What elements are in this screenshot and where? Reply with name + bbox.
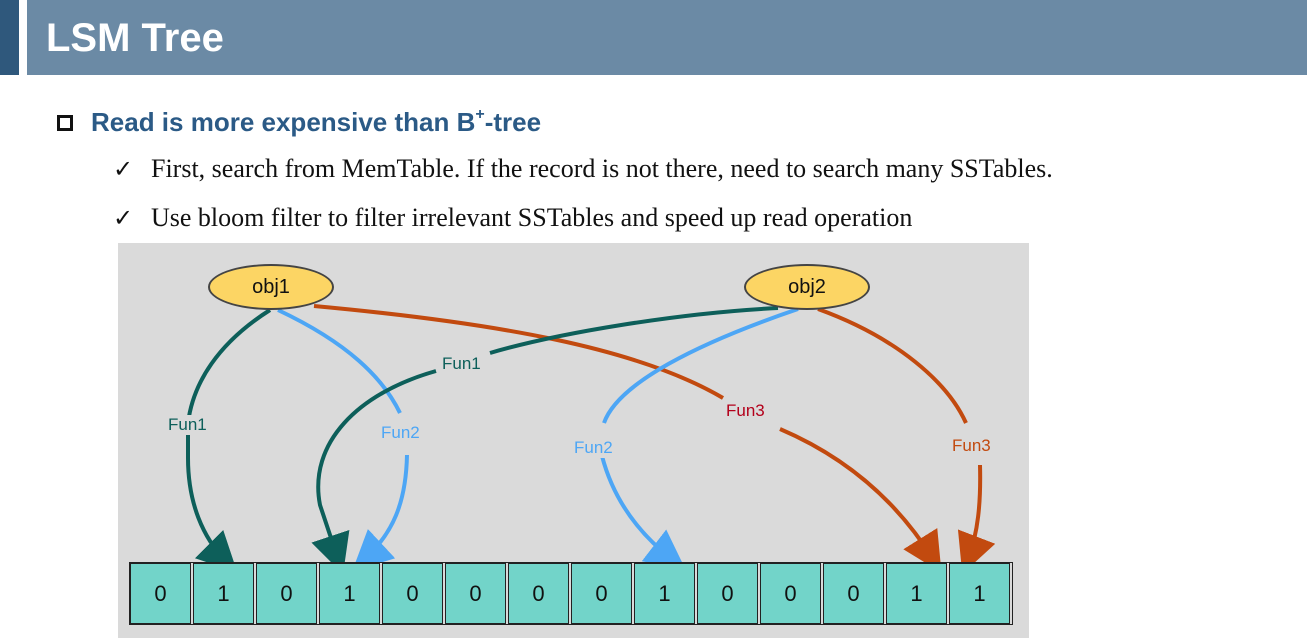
obj1-fun3-arrow: [313, 304, 933, 559]
bit-cell: 0: [382, 563, 443, 624]
bit-cell: 1: [319, 563, 380, 624]
bit-cell: 0: [823, 563, 884, 624]
obj2-node: obj2: [744, 264, 870, 310]
bit-array: [129, 562, 1013, 625]
obj1-fun2-arrow: [277, 308, 409, 560]
obj1-node: obj1: [208, 264, 334, 310]
checkmark-icon: ✓: [113, 156, 134, 183]
bit-cell: 0: [256, 563, 317, 624]
bit-cell: 1: [193, 563, 254, 624]
title-accent: [0, 0, 19, 75]
sub-bullet-1: ✓ First, search from MemTable. If the re…: [113, 152, 1053, 186]
bit-cell: 0: [508, 563, 569, 624]
obj2-fun2-arrow: [600, 307, 799, 560]
obj2-fun3-arrow: [817, 307, 980, 559]
obj2-fun2-label: Fun2: [571, 438, 616, 458]
sub-bullet-1-text: First, search from MemTable. If the reco…: [151, 154, 1053, 183]
bit-cell: 1: [634, 563, 695, 624]
bloom-filter-diagram: obj1 obj2 Fun1 Fun2 Fun1 Fun2 Fun3 Fun3 …: [118, 243, 1029, 638]
main-bullet: Read is more expensive than B+-tree: [57, 104, 541, 140]
obj2-fun1-arrow: [318, 306, 779, 559]
bit-cell: 0: [760, 563, 821, 624]
obj2-fun3-label: Fun3: [949, 436, 994, 456]
main-bullet-suffix: -tree: [484, 106, 542, 137]
obj1-fun3-label: Fun3: [723, 401, 768, 421]
obj1-fun2-label: Fun2: [378, 423, 423, 443]
main-bullet-sup: +: [475, 105, 485, 123]
sub-bullet-2: ✓ Use bloom filter to filter irrelevant …: [113, 201, 912, 235]
bit-cell: 0: [445, 563, 506, 624]
obj1-fun1-label: Fun1: [165, 415, 210, 435]
bit-cell: 0: [571, 563, 632, 624]
bit-cell: 0: [697, 563, 758, 624]
square-bullet-icon: [57, 115, 73, 131]
bit-cell: 1: [949, 563, 1010, 624]
checkmark-icon: ✓: [113, 205, 134, 232]
title-bar: [0, 0, 1307, 75]
arrows-layer: [186, 304, 1029, 638]
slide-title: LSM Tree: [46, 16, 224, 60]
bit-cell: 1: [886, 563, 947, 624]
main-bullet-text: Read is more expensive than B+-tree: [91, 105, 542, 138]
obj1-fun1-arrow: [186, 308, 272, 573]
title-gap: [19, 0, 27, 75]
bit-cell: 0: [130, 563, 191, 624]
obj2-fun1-label: Fun1: [439, 354, 484, 374]
sub-bullet-2-text: Use bloom filter to filter irrelevant SS…: [151, 203, 913, 232]
main-bullet-label: Read is more expensive than B: [91, 106, 476, 137]
